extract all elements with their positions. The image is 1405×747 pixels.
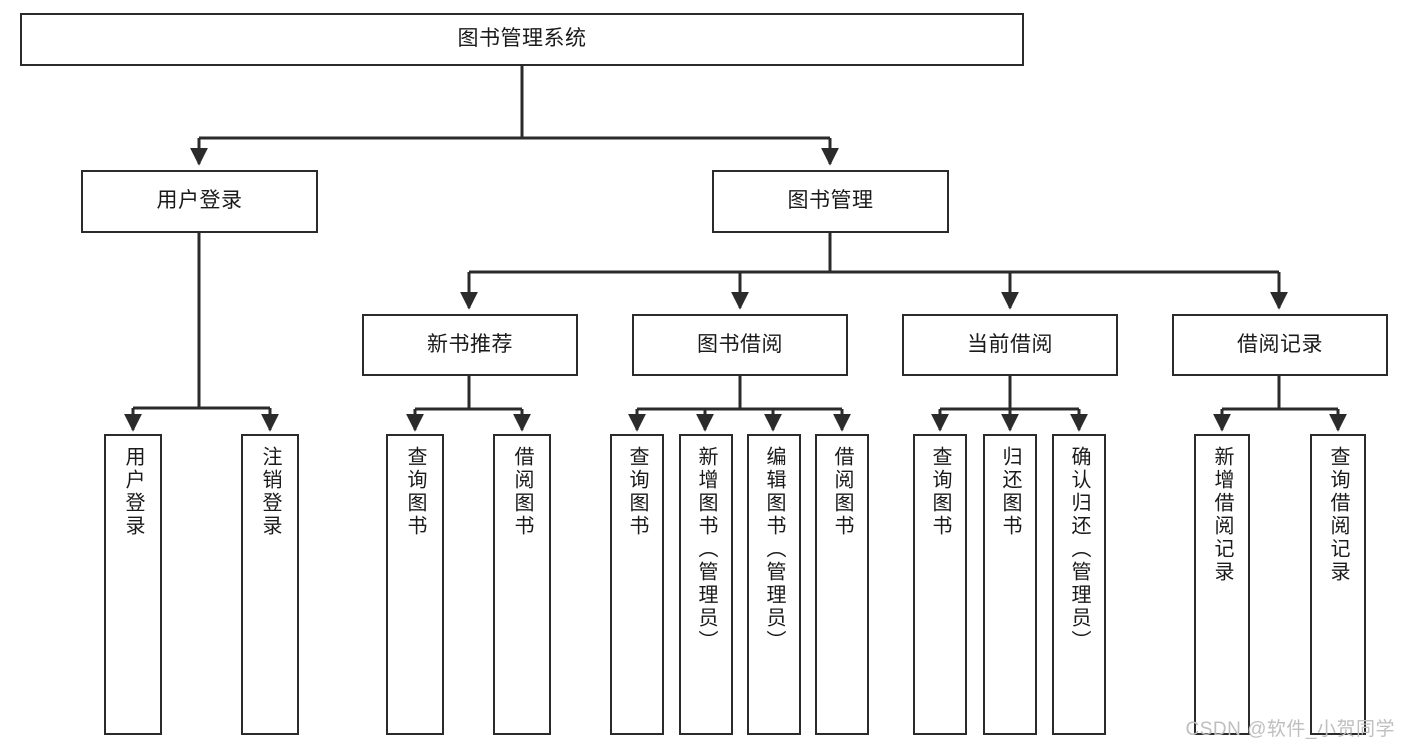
node-leaf-query-record[interactable]: 查询借阅记录 <box>1310 434 1366 735</box>
node-leaf-query-book-2[interactable]: 查询图书 <box>610 434 664 735</box>
node-leaf-user-login-label: 用户登录 <box>122 446 144 538</box>
node-current-borrow[interactable]: 当前借阅 <box>902 314 1118 376</box>
node-leaf-edit-book-label: 编辑图书（管理员） <box>763 446 785 653</box>
node-leaf-query-book-1[interactable]: 查询图书 <box>386 434 444 735</box>
node-leaf-query-book-2-label: 查询图书 <box>626 446 648 538</box>
node-leaf-borrow-book-2[interactable]: 借阅图书 <box>815 434 869 735</box>
node-current-borrow-label: 当前借阅 <box>967 332 1053 356</box>
node-leaf-borrow-book-1-label: 借阅图书 <box>511 446 533 538</box>
node-leaf-query-book-1-label: 查询图书 <box>404 446 426 538</box>
node-leaf-query-book-3-label: 查询图书 <box>929 446 951 538</box>
node-leaf-borrow-book-2-label: 借阅图书 <box>831 446 853 538</box>
node-user-login[interactable]: 用户登录 <box>81 170 318 233</box>
node-new-book-rec[interactable]: 新书推荐 <box>362 314 578 376</box>
node-leaf-user-login[interactable]: 用户登录 <box>104 434 162 735</box>
node-leaf-add-record[interactable]: 新增借阅记录 <box>1194 434 1250 735</box>
node-book-manage[interactable]: 图书管理 <box>712 170 949 233</box>
node-root-label: 图书管理系统 <box>457 27 587 51</box>
node-leaf-query-book-3[interactable]: 查询图书 <box>913 434 967 735</box>
node-book-borrow-label: 图书借阅 <box>697 332 783 356</box>
node-leaf-add-record-label: 新增借阅记录 <box>1211 446 1233 584</box>
node-new-book-rec-label: 新书推荐 <box>427 332 513 356</box>
node-book-borrow[interactable]: 图书借阅 <box>632 314 848 376</box>
node-borrow-record[interactable]: 借阅记录 <box>1172 314 1388 376</box>
node-leaf-return-book-label: 归还图书 <box>999 446 1021 538</box>
node-leaf-add-book-label: 新增图书（管理员） <box>695 446 717 653</box>
node-root[interactable]: 图书管理系统 <box>20 13 1024 66</box>
watermark: CSDN @软件_小贺同学 <box>1185 719 1395 740</box>
node-leaf-confirm-return[interactable]: 确认归还（管理员） <box>1052 434 1106 735</box>
node-leaf-user-logout[interactable]: 注销登录 <box>241 434 299 735</box>
node-leaf-edit-book[interactable]: 编辑图书（管理员） <box>747 434 801 735</box>
node-leaf-user-logout-label: 注销登录 <box>259 446 281 538</box>
node-leaf-confirm-return-label: 确认归还（管理员） <box>1068 446 1090 653</box>
node-leaf-add-book[interactable]: 新增图书（管理员） <box>679 434 733 735</box>
node-leaf-borrow-book-1[interactable]: 借阅图书 <box>493 434 551 735</box>
node-user-login-label: 用户登录 <box>156 189 243 213</box>
node-book-manage-label: 图书管理 <box>787 189 874 213</box>
node-leaf-return-book[interactable]: 归还图书 <box>983 434 1037 735</box>
node-borrow-record-label: 借阅记录 <box>1237 332 1323 356</box>
node-leaf-query-record-label: 查询借阅记录 <box>1327 446 1349 584</box>
